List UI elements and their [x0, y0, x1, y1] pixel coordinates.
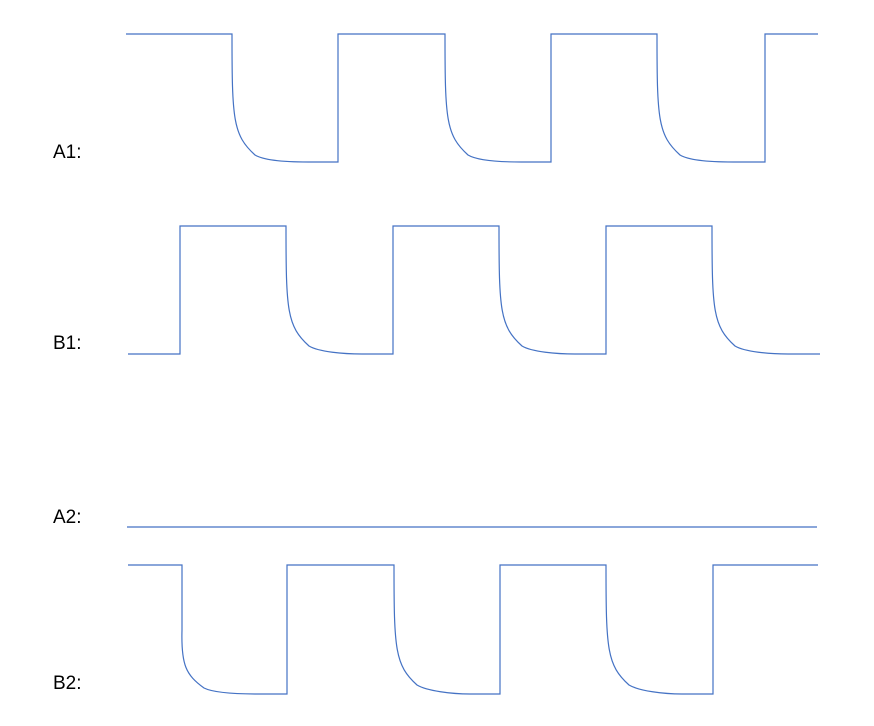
signal-label-b1: B1: [53, 333, 82, 354]
signal-label-b2: B2: [53, 673, 82, 694]
waveform-a1 [126, 33, 818, 163]
signal-label-a2: A2: [53, 507, 82, 528]
waveform-b1 [128, 225, 820, 355]
waveform-b2 [128, 564, 818, 695]
signal-label-a1: A1: [53, 142, 82, 163]
